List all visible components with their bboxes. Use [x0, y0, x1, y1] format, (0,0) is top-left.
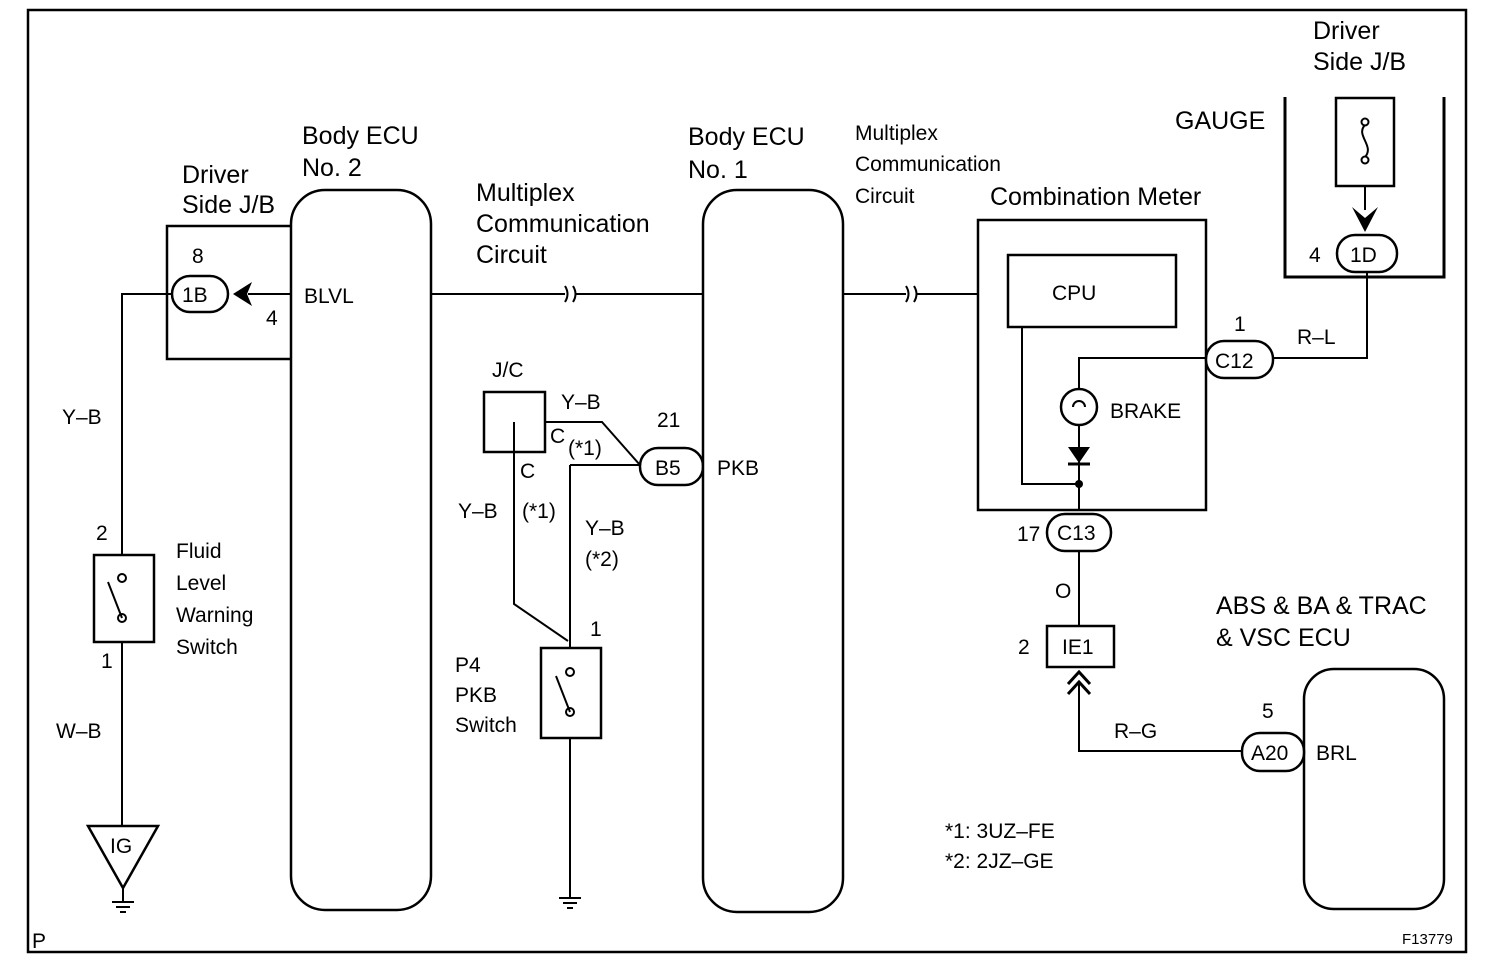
- svg-text:PKB: PKB: [455, 684, 497, 707]
- wire-note-2: (*2): [585, 548, 619, 571]
- svg-text:Body ECU: Body ECU: [688, 123, 805, 151]
- svg-text:BRL: BRL: [1316, 742, 1357, 765]
- svg-text:21: 21: [657, 409, 680, 432]
- connector-b5: 21 B5: [638, 409, 705, 487]
- svg-text:ABS & BA & TRAC: ABS & BA & TRAC: [1216, 592, 1427, 620]
- svg-text:PKB: PKB: [717, 457, 759, 480]
- svg-text:CPU: CPU: [1052, 282, 1096, 305]
- svg-text:B5: B5: [655, 457, 681, 480]
- svg-text:C: C: [520, 460, 535, 483]
- svg-text:Multiplex: Multiplex: [855, 122, 938, 145]
- svg-text:4: 4: [1309, 244, 1321, 267]
- connector-ie1: 2 IE1: [1018, 624, 1116, 696]
- svg-text:C12: C12: [1215, 350, 1254, 373]
- connector-arrow-icon: [1066, 669, 1092, 686]
- multiplex-circuit-left: Multiplex Communication Circuit: [431, 179, 703, 303]
- svg-text:2: 2: [96, 522, 108, 545]
- svg-text:Side J/B: Side J/B: [182, 191, 275, 219]
- break-symbol-icon: [905, 285, 918, 303]
- driver-side-jb-right: Driver Side J/B GAUGE 4 1D: [1175, 17, 1446, 279]
- connector-1d: [1335, 233, 1399, 274]
- brake-lamp-icon: [1059, 387, 1099, 427]
- svg-text:A20: A20: [1251, 742, 1288, 765]
- connector-a20: [1240, 731, 1306, 773]
- wire-label-o: O: [1055, 580, 1071, 603]
- footnote-1: *1: 3UZ–FE: [945, 820, 1055, 843]
- svg-text:Multiplex: Multiplex: [476, 179, 575, 207]
- abs-vsc-ecu: ABS & BA & TRAC & VSC ECU 5 A20 BRL: [1216, 592, 1446, 911]
- svg-text:Driver: Driver: [1313, 17, 1380, 45]
- svg-text:Combination Meter: Combination Meter: [990, 183, 1201, 211]
- svg-text:C13: C13: [1057, 522, 1096, 545]
- svg-text:P4: P4: [455, 654, 481, 677]
- svg-text:IE1: IE1: [1062, 636, 1094, 659]
- wire-label-rl: R–L: [1297, 326, 1336, 349]
- svg-text:GAUGE: GAUGE: [1175, 107, 1265, 135]
- fluid-level-warning-switch: 2 Fluid Level Warning Switch 1: [92, 522, 253, 673]
- svg-text:Circuit: Circuit: [855, 185, 915, 208]
- wire-label-rg: R–G: [1114, 720, 1157, 743]
- svg-text:Y–B: Y–B: [561, 391, 601, 414]
- svg-text:1: 1: [101, 650, 113, 673]
- svg-text:Fluid: Fluid: [176, 540, 222, 563]
- svg-text:Side J/B: Side J/B: [1313, 48, 1406, 76]
- frame-corner-label: P: [32, 930, 46, 953]
- figure-code: F13779: [1402, 931, 1453, 948]
- wire-label-yb-pkb: Y–B: [585, 517, 625, 540]
- body-ecu-no1: Body ECU No. 1 PKB: [688, 123, 845, 914]
- svg-text:(*1): (*1): [568, 437, 602, 460]
- svg-text:Switch: Switch: [176, 636, 238, 659]
- svg-text:Level: Level: [176, 572, 226, 595]
- diode-icon: [1068, 447, 1090, 463]
- svg-text:5: 5: [1262, 700, 1274, 723]
- driver-side-jb-left: Driver Side J/B 8 1B 4: [165, 161, 294, 361]
- fuse-icon: [1361, 124, 1369, 158]
- wire-note-1: (*1): [522, 500, 556, 523]
- svg-text:Warning: Warning: [176, 604, 253, 627]
- svg-text:& VSC ECU: & VSC ECU: [1216, 624, 1351, 652]
- svg-text:J/C: J/C: [492, 359, 524, 382]
- svg-text:Body ECU: Body ECU: [302, 122, 419, 150]
- multiplex-circuit-right: Multiplex Communication Circuit: [843, 122, 1008, 303]
- pkb-switch: 1 P4 PKB Switch: [455, 618, 603, 909]
- body-ecu-no2: Body ECU No. 2 BLVL: [289, 122, 433, 912]
- junction-connector: J/C Y–B C (*1) C: [482, 359, 641, 648]
- svg-text:1: 1: [590, 618, 602, 641]
- wire-label-yb-left: Y–B: [62, 406, 102, 429]
- svg-text:Circuit: Circuit: [476, 241, 547, 269]
- svg-text:No. 2: No. 2: [302, 154, 362, 182]
- svg-text:No. 1: No. 1: [688, 156, 748, 184]
- connector-arrow-icon: [1352, 207, 1378, 232]
- svg-text:Communication: Communication: [855, 153, 1001, 176]
- break-symbol-icon: [564, 285, 577, 303]
- svg-text:BLVL: BLVL: [304, 285, 354, 308]
- connector-c12: [1204, 339, 1275, 380]
- connector-arrow-icon: [233, 282, 252, 306]
- ig-ground: IG: [85, 824, 161, 913]
- svg-text:2: 2: [1018, 636, 1030, 659]
- diagram-frame: [26, 8, 1468, 954]
- svg-text:Switch: Switch: [455, 714, 517, 737]
- combination-meter: Combination Meter CPU BRAKE 1 C12 17 C13: [976, 183, 1275, 553]
- svg-text:1: 1: [1234, 313, 1246, 336]
- svg-text:Communication: Communication: [476, 210, 650, 238]
- svg-text:C: C: [550, 425, 565, 448]
- svg-text:8: 8: [192, 245, 204, 268]
- wire-label-wb-left: W–B: [56, 720, 102, 743]
- wire-label-yb-jc-left: Y–B: [458, 500, 498, 523]
- svg-text:Driver: Driver: [182, 161, 249, 189]
- svg-text:4: 4: [266, 307, 278, 330]
- footnote-2: *2: 2JZ–GE: [945, 850, 1054, 873]
- svg-text:1B: 1B: [182, 284, 208, 307]
- svg-text:17: 17: [1017, 523, 1040, 546]
- svg-text:1D: 1D: [1350, 244, 1377, 267]
- svg-text:BRAKE: BRAKE: [1110, 400, 1181, 423]
- svg-text:IG: IG: [110, 835, 132, 858]
